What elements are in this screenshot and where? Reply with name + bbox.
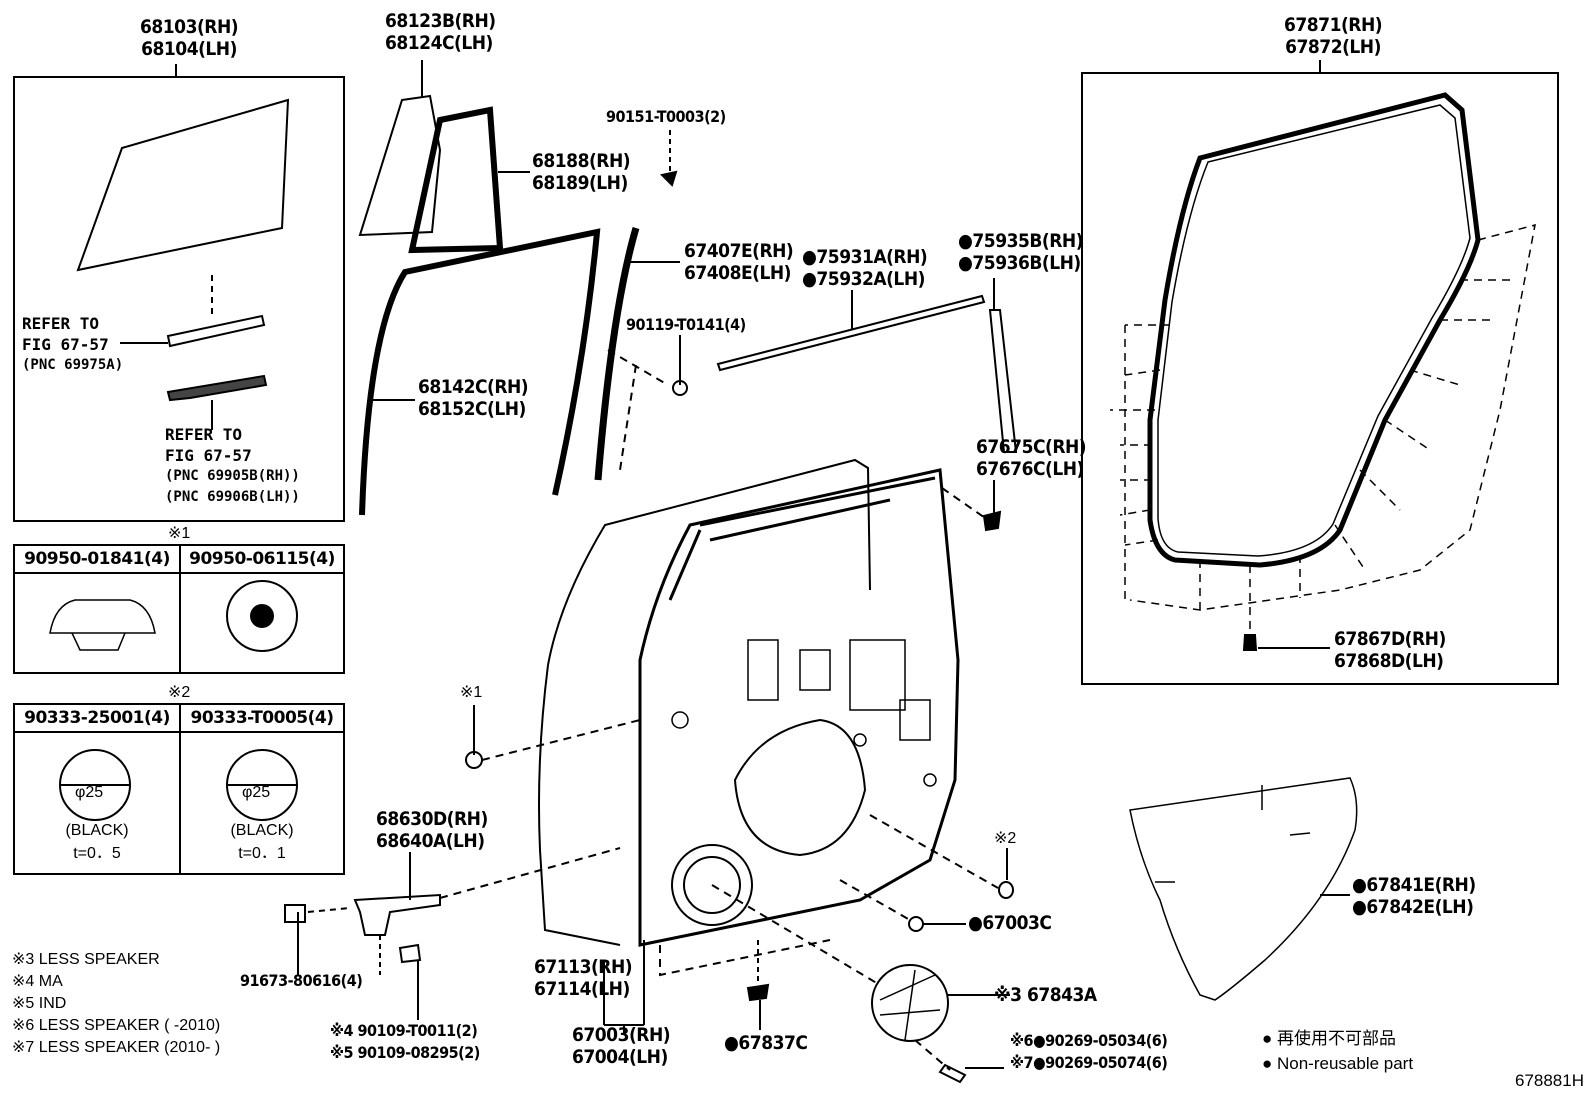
label-service-hole-cover: ●67841E(RH)●67842E(LH) xyxy=(1352,874,1476,918)
door-shell-outline xyxy=(547,458,871,666)
table1-mark: ※1 xyxy=(168,525,191,542)
hole-plug-icon xyxy=(908,916,924,932)
table2-color-1: (BLACK) xyxy=(65,822,129,839)
label-screw-top: 90151-T0003(2) xyxy=(606,107,726,126)
table2-mark: ※2 xyxy=(168,684,191,701)
quarter-weatherstrip-icon xyxy=(408,106,504,254)
label-mark2: ※2 xyxy=(994,830,1017,847)
pillar-tape-icon xyxy=(988,309,1018,453)
label-screw-ma: ※4 90109-T0011(2) xyxy=(330,1021,478,1040)
table2-thick-2: t=0．1 xyxy=(238,845,286,862)
run-channel-icon xyxy=(594,227,640,481)
label-weatherstrip-clip: 67867D(RH)67868D(LH) xyxy=(1334,628,1446,672)
door-check-icon xyxy=(353,893,441,936)
lower-clip-icon xyxy=(746,983,770,1002)
screw2-icon xyxy=(398,943,422,964)
glass-sash-icon xyxy=(166,374,268,402)
label-door-weatherstrip: 67871(RH)67872(LH) xyxy=(1284,14,1383,58)
label-panel-assy: 67003(RH)67004(LH) xyxy=(572,1024,671,1068)
bolt-icon xyxy=(672,380,688,396)
door-weatherstrip-icon xyxy=(1147,92,1481,568)
table2-dia-2: φ25 xyxy=(242,784,271,801)
label-rivet-6: ※6●90269-05034(6) xyxy=(1010,1031,1168,1050)
door-glass-icon xyxy=(76,98,290,272)
table1-header-1: 90950-01841(4) xyxy=(24,549,170,569)
door-shell-front xyxy=(538,664,621,946)
label-run-channel: 67407E(RH)67408E(LH) xyxy=(684,240,794,284)
table2-header-1: 90333-25001(4) xyxy=(24,708,170,728)
label-quarter-glass: 68123B(RH)68124C(LH) xyxy=(385,10,496,54)
clip-90950-01841-icon xyxy=(49,599,156,651)
label-quarter-weatherstrip: 68188(RH)68189(LH) xyxy=(532,150,631,194)
glass-channel-icon xyxy=(166,314,266,348)
table2-header-2: 90333-T0005(4) xyxy=(190,708,334,728)
table2-dia-1: φ25 xyxy=(75,784,104,801)
table1-header-2: 90950-06115(4) xyxy=(189,549,335,569)
legend-en: ● Non-reusable part xyxy=(1262,1054,1414,1073)
label-clip-upper: 67675C(RH)67676C(LH) xyxy=(976,436,1087,480)
plug2-icon xyxy=(998,881,1014,899)
notes-list: ※3 LESS SPEAKER※4 MA※5 IND※6 LESS SPEAKE… xyxy=(12,951,221,1056)
quarter-glass-icon xyxy=(358,94,442,237)
speaker-cover-icon xyxy=(871,964,949,1042)
label-mark1: ※1 xyxy=(460,684,483,701)
label-check-bolt: 91673-80616(4) xyxy=(240,971,363,990)
bolt2-icon xyxy=(284,904,306,923)
belt-moulding-icon xyxy=(716,294,986,372)
screw-icon xyxy=(659,170,678,187)
label-belt-moulding: ●75931A(RH)●75932A(LH) xyxy=(802,246,928,290)
label-speaker-cover: ※3 67843A xyxy=(994,984,1097,1006)
service-hole-cover-icon xyxy=(1129,777,1358,1001)
label-glass: 68103(RH)68104(LH) xyxy=(140,16,239,60)
figure-id: 678881H xyxy=(1514,1071,1584,1090)
label-panel-sub: 67113(RH)67114(LH) xyxy=(534,956,633,1000)
door-inner-panel xyxy=(638,468,960,947)
label-hole-plug: ●67003C xyxy=(968,912,1052,934)
table2-thick-1: t=0．5 xyxy=(73,845,121,862)
clip-icon xyxy=(982,510,1002,532)
label-check: 68630D(RH)68640A(LH) xyxy=(376,808,488,852)
label-bolt: 90119-T0141(4) xyxy=(626,315,746,334)
label-screw-ind: ※5 90109-08295(2) xyxy=(330,1043,480,1062)
plug-90950-06115-icon xyxy=(226,580,298,652)
weatherstrip-clip-icon xyxy=(1242,634,1258,651)
label-glass-run: 68142C(RH)68152C(LH) xyxy=(418,376,529,420)
glass-box-frame xyxy=(13,76,345,522)
weatherstrip-clip-guides xyxy=(1110,223,1536,635)
label-lower-clip: ●67837C xyxy=(724,1032,808,1054)
speaker-opening xyxy=(671,844,753,926)
label-pillar-tape: ●75935B(RH)●75936B(LH) xyxy=(958,230,1084,274)
glass-run-icon xyxy=(359,228,601,516)
legend-jp: ● 再使用不可部品 xyxy=(1262,1029,1396,1048)
rivet-icon xyxy=(938,1063,967,1084)
table2-color-2: (BLACK) xyxy=(230,822,294,839)
label-rivet-7: ※7●90269-05074(6) xyxy=(1010,1053,1168,1072)
